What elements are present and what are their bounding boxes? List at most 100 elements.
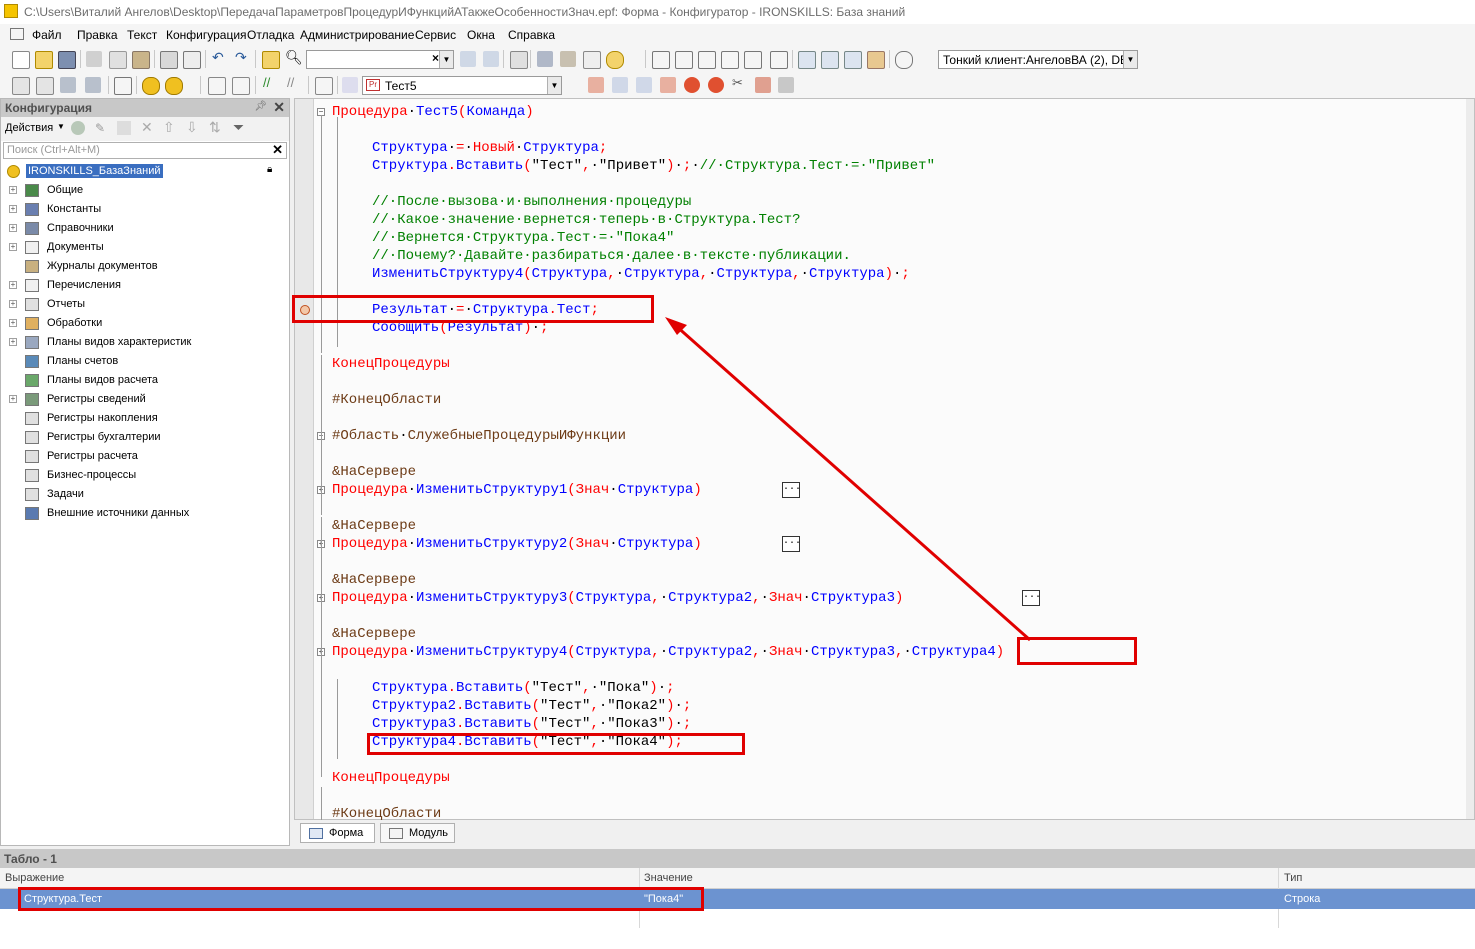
uncomment-icon[interactable]: // xyxy=(287,75,295,90)
code-line[interactable]: Структура4.Вставить("Тест",·"Пока4"); xyxy=(372,733,683,751)
vertical-scrollbar[interactable] xyxy=(1466,99,1474,819)
chevron-down-icon[interactable]: ▼ xyxy=(439,51,453,68)
tree-item[interactable]: Журналы документов xyxy=(1,257,289,276)
sort-icon[interactable]: ⇅ xyxy=(209,119,221,135)
redo-icon[interactable]: ↷ xyxy=(235,49,247,65)
tree-item[interactable]: +Константы xyxy=(1,200,289,219)
tree-root[interactable]: IRONSKILLS_БазаЗнаний 🔒︎ xyxy=(1,162,289,181)
chevron-down-icon[interactable]: ▼ xyxy=(547,77,561,94)
procedures-list-icon[interactable] xyxy=(342,77,358,93)
filter-icon[interactable]: ⏷ xyxy=(233,119,245,135)
expand-icon[interactable]: + xyxy=(9,185,17,194)
tree-item[interactable]: Регистры расчета xyxy=(1,447,289,466)
continue-icon[interactable] xyxy=(770,51,788,69)
code-line[interactable]: //·Вернется·Структура.Тест·=·"Пока4" xyxy=(372,229,674,247)
module-icon[interactable] xyxy=(12,77,30,95)
tree-item[interactable]: +Отчеты xyxy=(1,295,289,314)
tree-item[interactable]: +Справочники xyxy=(1,219,289,238)
column-expression[interactable]: Выражение xyxy=(5,872,65,884)
tree-item[interactable]: Внешние источники данных xyxy=(1,504,289,523)
code-line[interactable]: Структура·=·Новый·Структура; xyxy=(372,139,607,157)
tab-form[interactable]: Форма xyxy=(300,823,375,843)
menu-edit[interactable]: Правка xyxy=(77,28,118,42)
move-down-icon[interactable]: ⇩ xyxy=(186,119,198,135)
menu-configuration[interactable]: Конфигурация xyxy=(166,28,247,42)
actions-menu[interactable]: Действия xyxy=(5,122,54,134)
code-line[interactable]: Сообщить(Результат)·; xyxy=(372,319,548,337)
table-row[interactable]: Структура.Тест "Пока4" Строка xyxy=(0,889,1475,909)
config-window-icon[interactable] xyxy=(798,51,816,69)
system-menu-icon[interactable] xyxy=(10,28,24,40)
code-line[interactable]: #Область·СлужебныеПроцедурыИФункции xyxy=(332,427,626,445)
find-prev-icon[interactable] xyxy=(483,51,499,67)
add-icon[interactable] xyxy=(71,121,85,135)
step-over-icon[interactable] xyxy=(698,51,716,69)
menu-text[interactable]: Текст xyxy=(127,28,158,42)
clear-breakpoints-icon[interactable] xyxy=(660,77,676,93)
copy-object-icon[interactable] xyxy=(117,121,131,135)
print-icon[interactable] xyxy=(160,51,178,69)
tree-item[interactable]: Регистры накопления xyxy=(1,409,289,428)
chevron-down-icon[interactable]: ▼ xyxy=(57,122,65,131)
tree-item[interactable]: Задачи xyxy=(1,485,289,504)
expand-icon[interactable]: + xyxy=(9,280,17,289)
search-input[interactable]: Поиск (Ctrl+Alt+M) ✕ xyxy=(3,142,287,159)
search-combo[interactable]: × ▼ xyxy=(306,50,454,69)
windows-icon[interactable] xyxy=(510,51,528,69)
code-line[interactable]: Структура3.Вставить("Тест",·"Пока3")·; xyxy=(372,715,691,733)
new-file-icon[interactable] xyxy=(12,51,30,69)
collapsed-block-marker[interactable]: ... xyxy=(782,482,801,498)
tree-item[interactable]: +Документы xyxy=(1,238,289,257)
calc-icon[interactable] xyxy=(755,77,771,93)
timer-icon[interactable] xyxy=(895,51,913,69)
code-line[interactable]: &НаСервере xyxy=(332,517,416,535)
window-list-icon[interactable] xyxy=(821,51,839,69)
code-line[interactable]: Процедура·ИзменитьСтруктуру4(Структура,·… xyxy=(332,643,1004,661)
step-out-icon[interactable] xyxy=(721,51,739,69)
procedure-select[interactable]: Pr Тест5 ▼ xyxy=(362,76,562,95)
code-line[interactable]: Процедура·ИзменитьСтруктуру1(Знач·Структ… xyxy=(332,481,702,499)
column-type[interactable]: Тип xyxy=(1284,872,1303,884)
code-line[interactable]: #КонецОбласти xyxy=(332,805,441,823)
block-icon[interactable] xyxy=(208,77,226,95)
menu-service[interactable]: Сервис xyxy=(415,28,457,42)
debug-start-icon[interactable] xyxy=(652,51,670,69)
compare-icon[interactable] xyxy=(844,51,862,69)
tree-item[interactable]: Регистры бухгалтерии xyxy=(1,428,289,447)
save-icon[interactable] xyxy=(58,51,76,69)
pin-icon[interactable]: 📌︎ xyxy=(254,101,267,112)
code-line[interactable]: КонецПроцедуры xyxy=(332,769,450,787)
editor-gutter[interactable] xyxy=(295,99,314,819)
module-editor[interactable]: Процедура·Тест5(Команда)−Структура·=·Нов… xyxy=(292,98,1475,823)
code-line[interactable]: //·После·вызова·и·выполнения·процедуры xyxy=(372,193,691,211)
expand-icon[interactable]: + xyxy=(9,299,17,308)
column-value[interactable]: Значение xyxy=(644,872,693,884)
tools-icon[interactable] xyxy=(537,51,553,67)
delete-icon[interactable]: ✕ xyxy=(141,119,153,135)
menu-debug[interactable]: Отладка xyxy=(247,28,295,42)
tree-item[interactable]: +Общие xyxy=(1,181,289,200)
check-syntax-icon[interactable] xyxy=(315,77,333,95)
tree-item[interactable]: +Перечисления xyxy=(1,276,289,295)
code-line[interactable]: &НаСервере xyxy=(332,463,416,481)
expand-icon[interactable]: + xyxy=(9,318,17,327)
debug-mode-icon[interactable] xyxy=(165,77,183,95)
menu-windows[interactable]: Окна xyxy=(467,28,495,42)
tree-item[interactable]: +Обработки xyxy=(1,314,289,333)
breakpoint-list-icon[interactable] xyxy=(612,77,628,93)
syntax-assistant-icon[interactable] xyxy=(560,51,576,67)
help-icon[interactable] xyxy=(606,51,624,69)
tree-item[interactable]: Бизнес-процессы xyxy=(1,466,289,485)
run-to-cursor-icon[interactable] xyxy=(744,51,762,69)
scissors-icon[interactable]: ✂ xyxy=(732,75,743,90)
update-icon[interactable] xyxy=(142,77,160,95)
copy-icon[interactable] xyxy=(109,51,127,69)
edit-icon[interactable]: ✎ xyxy=(95,121,106,135)
expand-icon[interactable]: + xyxy=(9,337,17,346)
cut-icon[interactable] xyxy=(86,51,102,67)
close-icon[interactable]: ✕ xyxy=(273,99,285,115)
templates-icon[interactable] xyxy=(583,51,601,69)
client-select[interactable]: Тонкий клиент:АнгеловВА (2), DESI ▼ xyxy=(938,50,1138,69)
find-next-icon[interactable] xyxy=(460,51,476,67)
menu-administration[interactable]: Администрирование xyxy=(300,28,415,42)
